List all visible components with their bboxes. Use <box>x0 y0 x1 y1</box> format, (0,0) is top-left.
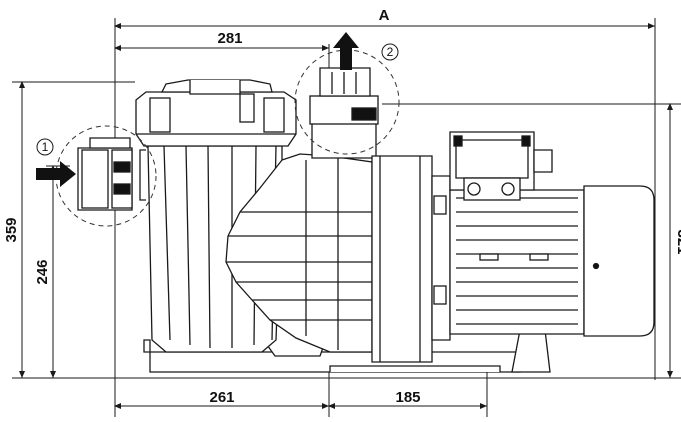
callout-2: 2 <box>381 43 399 61</box>
dimension-321-label: 321 <box>674 229 681 254</box>
dimension-281-label: 281 <box>217 30 242 47</box>
dimension-a-label: A <box>379 7 390 24</box>
arrow-up-icon <box>333 32 359 70</box>
dimension-185-label: 185 <box>395 389 420 406</box>
dimension-261-label: 261 <box>209 389 234 406</box>
pump-body <box>77 67 655 373</box>
dimension-246-label: 246 <box>34 259 51 284</box>
callout-1: 1 <box>36 138 54 156</box>
callout-1-label: 1 <box>42 140 49 154</box>
callout-2-label: 2 <box>387 45 394 59</box>
dimension-359-label: 359 <box>3 217 20 242</box>
dimension-lines <box>12 18 681 417</box>
arrow-right-icon <box>36 161 76 187</box>
